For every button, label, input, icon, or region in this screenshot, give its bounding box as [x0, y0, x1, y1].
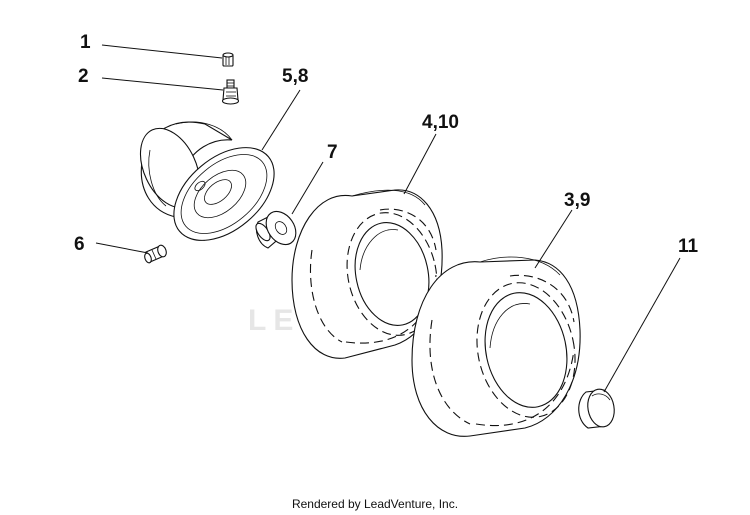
leader-1: [101, 44, 223, 59]
leader-2: [101, 77, 224, 91]
callout-labels: 1 2 5,8 7 4,10 3,9 6 11: [74, 32, 699, 257]
part-bushing: [255, 210, 297, 249]
callout-11: 11: [678, 236, 699, 257]
leader-7: [291, 161, 324, 215]
part-tire-inner: [291, 189, 443, 359]
part-wheel-rim: [139, 121, 275, 241]
callout-5-8: 5,8: [282, 66, 308, 87]
callout-2: 2: [78, 66, 89, 87]
leader-lines: [95, 44, 681, 393]
part-lug-bolt: [144, 244, 167, 264]
leader-6: [95, 242, 149, 254]
leader-11: [603, 257, 681, 393]
callout-7: 7: [327, 142, 338, 163]
part-valve-stem: [221, 79, 240, 105]
leader-410: [403, 133, 437, 195]
callout-3-9: 3,9: [564, 190, 590, 211]
leader-58: [261, 89, 301, 151]
part-tire-outer: [411, 256, 581, 437]
leader-39: [534, 209, 573, 269]
callout-4-10: 4,10: [422, 112, 459, 133]
callout-6: 6: [74, 234, 85, 255]
part-hub-cap: [578, 388, 615, 429]
callout-1: 1: [80, 32, 91, 53]
part-valve-cap: [222, 52, 234, 67]
footer-credit: Rendered by LeadVenture, Inc.: [292, 497, 458, 511]
